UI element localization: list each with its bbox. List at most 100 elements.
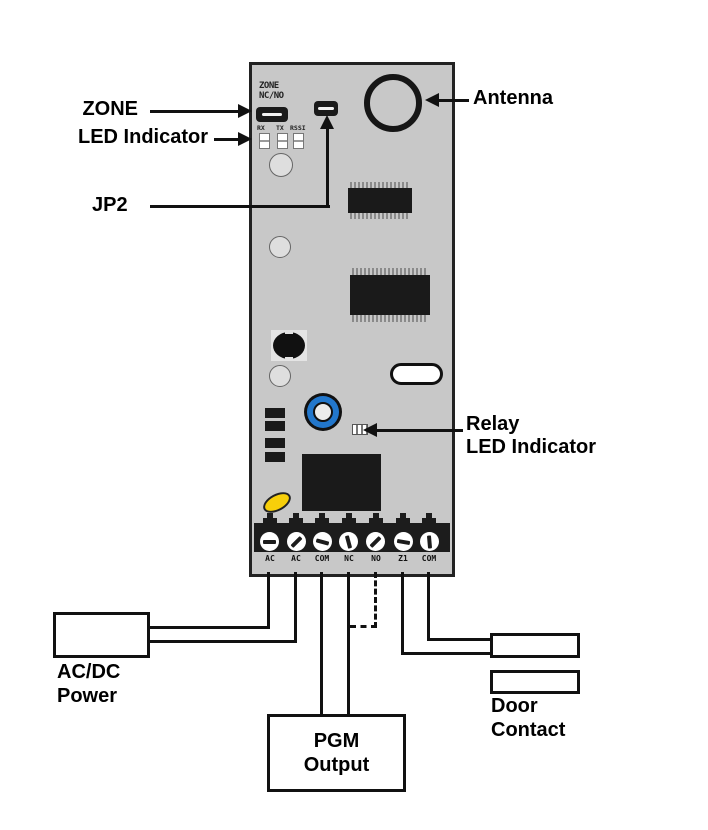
pad-bar — [265, 452, 285, 462]
door-contact-magnet-box — [490, 670, 580, 694]
zone-jumper — [256, 107, 288, 122]
screw-slot — [315, 537, 330, 546]
pgm-output-box: PGM Output — [267, 714, 406, 792]
pad-bar — [265, 408, 285, 418]
terminal-tab — [400, 513, 406, 518]
wire-ac1-horizontal — [150, 626, 270, 629]
jp2-arrow-vshaft — [326, 128, 329, 208]
terminal-label-no: NO — [371, 554, 381, 563]
acdc-power-line2: Power — [57, 685, 118, 707]
screw-slot — [426, 534, 433, 549]
terminal-tab — [369, 518, 383, 523]
terminal-label-ac1: AC — [265, 554, 275, 563]
terminal-label-nc: NC — [344, 554, 354, 563]
trimmer-center — [313, 402, 333, 422]
screw-slot — [369, 535, 382, 548]
terminal-tab — [293, 513, 299, 518]
zone-jumper-silkscreen: ZONE NC/NO — [259, 81, 284, 101]
terminal-label-z1: Z1 — [398, 554, 408, 563]
tx-led — [277, 133, 288, 149]
tamper-notch — [285, 357, 293, 361]
antenna-coil — [364, 74, 422, 132]
led-indicator-arrow-shaft — [214, 138, 240, 141]
status-led-label-rssi: RSSI — [290, 124, 306, 132]
status-led-label-tx: TX — [276, 124, 284, 132]
ic1-pins-top — [350, 182, 410, 188]
crystal-oscillator — [390, 363, 443, 385]
relay-led-arrowhead-icon — [363, 423, 377, 437]
pgm-output-line1: PGM — [313, 730, 360, 752]
antenna-callout-label: Antenna — [473, 87, 553, 109]
zone-silk-line2: NC/NO — [259, 91, 284, 101]
pgm-output-label: PGM Output — [270, 729, 403, 777]
jumper-cap — [318, 107, 334, 110]
wire-z1-vertical — [401, 572, 404, 655]
screw-slot — [290, 535, 303, 548]
door-contact-line1: Door — [491, 695, 538, 717]
terminal-tab — [346, 513, 352, 518]
terminal-label-ac2: AC — [291, 554, 301, 563]
wire-com2-horizontal — [427, 638, 493, 641]
pad-bar — [265, 421, 285, 431]
terminal-label-com2: COM — [421, 554, 437, 563]
jumper-cap — [261, 113, 283, 116]
wire-com2-vertical — [427, 572, 430, 641]
terminal-tab — [373, 513, 379, 518]
terminal-tab — [289, 518, 303, 523]
wire-no-dashed-horizontal — [350, 625, 377, 628]
ic1-pins-bottom — [350, 213, 410, 219]
wire-no-dashed-vertical — [374, 572, 377, 628]
acdc-power-label: AC/DC Power — [57, 660, 120, 708]
pcb-board: ZONE NC/NO RX TX RSSI — [249, 62, 455, 577]
terminal-tab — [319, 513, 325, 518]
terminal-tab — [422, 518, 436, 523]
ic1-chip — [348, 188, 412, 213]
zone-silk-line1: ZONE — [259, 81, 279, 91]
terminal-screw — [394, 532, 413, 551]
screw-slot — [396, 538, 411, 545]
terminal-label-com1: COM — [314, 554, 330, 563]
terminal-tab — [315, 518, 329, 523]
wire-ac2-vertical — [294, 572, 297, 643]
terminal-screw — [366, 532, 385, 551]
led-indicator-callout-label: LED Indicator — [77, 126, 208, 148]
relay-led-arrow-shaft — [375, 429, 463, 432]
jp2-jumper — [314, 101, 338, 116]
pgm-output-line2: Output — [303, 754, 370, 776]
mounting-hole — [269, 236, 291, 258]
status-led-label-rx: RX — [257, 124, 265, 132]
ic2-chip — [350, 275, 430, 315]
wire-ac1-vertical — [267, 572, 270, 629]
rssi-led — [293, 133, 304, 149]
ic2-pins-top — [352, 268, 428, 275]
rx-led — [259, 133, 270, 149]
door-contact-label: Door Contact — [491, 694, 565, 742]
jp2-arrow-hshaft — [150, 205, 330, 208]
terminal-screw — [313, 532, 332, 551]
relay-led-callout-line2: LED Indicator — [466, 436, 597, 458]
wire-nc-pgm — [347, 572, 350, 717]
terminal-screw — [287, 532, 306, 551]
wire-ac2-horizontal — [150, 640, 297, 643]
pad-bar — [265, 438, 285, 448]
relay-led-callout-label: Relay LED Indicator — [466, 413, 596, 459]
led-indicator-arrowhead-icon — [238, 132, 252, 146]
door-contact-switch-box — [490, 633, 580, 658]
terminal-tab — [342, 518, 356, 523]
antenna-arrow-shaft — [437, 99, 469, 102]
door-contact-line2: Contact — [491, 719, 566, 741]
antenna-arrowhead-icon — [425, 93, 439, 107]
jp2-callout-label: JP2 — [92, 194, 128, 216]
terminal-tab — [426, 513, 432, 518]
acdc-power-line1: AC/DC — [57, 661, 121, 683]
relay — [302, 454, 381, 511]
terminal-tab — [396, 518, 410, 523]
terminal-screw — [260, 532, 279, 551]
zone-arrow-shaft — [150, 110, 240, 113]
zone-callout-label: ZONE — [82, 98, 138, 120]
tamper-notch — [285, 330, 293, 334]
screw-slot — [344, 534, 353, 549]
terminal-screw — [339, 532, 358, 551]
screw-slot — [263, 539, 276, 544]
